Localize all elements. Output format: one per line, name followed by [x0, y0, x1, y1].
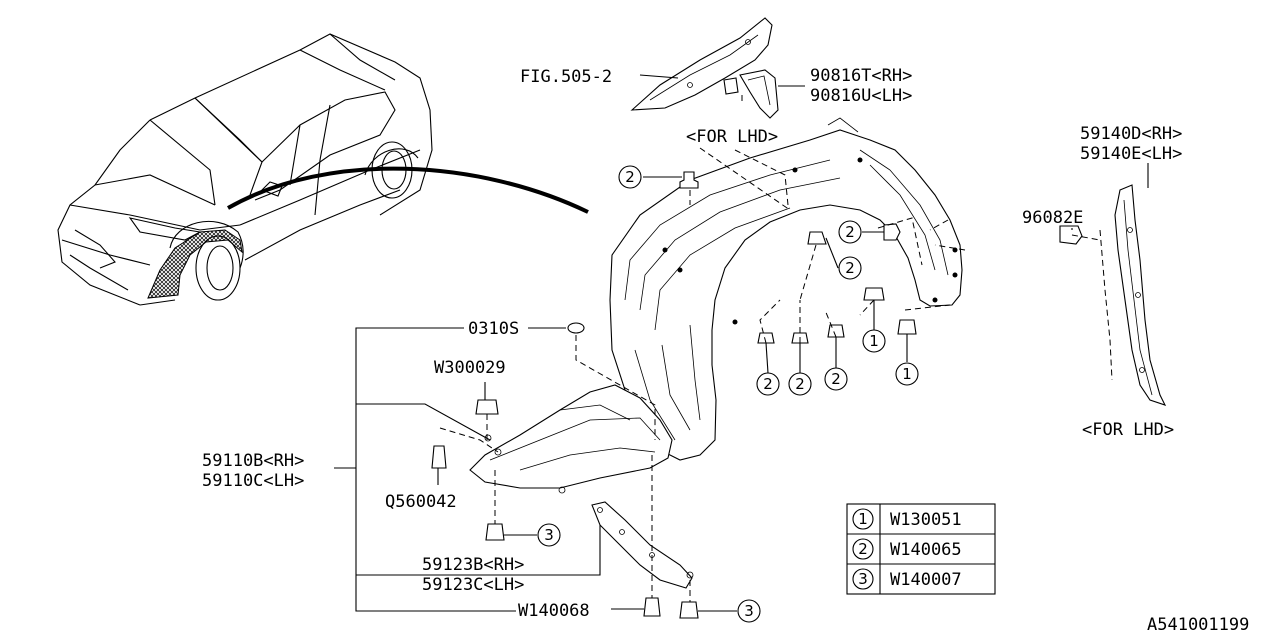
label-59110c: 59110C<LH>	[202, 471, 304, 491]
legend-row-3: 3 W140007	[852, 568, 962, 590]
legend-row-2: 2 W140065	[852, 538, 962, 560]
pad-90816	[723, 69, 779, 119]
fasteners	[431, 171, 1083, 619]
guide-lines	[439, 95, 1101, 602]
side-bracket-panel	[591, 501, 693, 589]
legend-part-3: W140007	[890, 570, 962, 590]
label-w300029: W300029	[434, 358, 506, 378]
callout-2-bottom-b: 2	[788, 372, 812, 396]
svg-text:3: 3	[858, 570, 868, 588]
trim-59140	[1099, 184, 1167, 406]
callout-2-topleft: 2	[618, 165, 642, 189]
svg-text:1: 1	[902, 365, 912, 383]
callout-2-right-b: 2	[838, 256, 862, 280]
svg-text:2: 2	[845, 223, 855, 241]
diagram-id: A541001199	[1147, 615, 1249, 635]
under-cover-panel	[469, 384, 673, 494]
label-for-lhd-right: <FOR LHD>	[1082, 420, 1174, 440]
svg-text:3: 3	[544, 526, 554, 544]
svg-text:2: 2	[763, 375, 773, 393]
seal-panel	[630, 17, 773, 111]
svg-text:2: 2	[795, 375, 805, 393]
label-59140d: 59140D<RH>	[1080, 124, 1182, 144]
car-illustration	[57, 33, 589, 306]
callout-1-a: 1	[862, 329, 886, 353]
svg-text:2: 2	[625, 168, 635, 186]
callouts: 2 2 2 1 1 2 2 2 3 3	[537, 165, 919, 623]
label-90816u: 90816U<LH>	[810, 86, 912, 106]
svg-text:2: 2	[858, 540, 868, 558]
callout-2-right-a: 2	[838, 220, 862, 244]
label-0310s: 0310S	[468, 319, 519, 339]
label-59110b: 59110B<RH>	[202, 451, 304, 471]
svg-text:1: 1	[858, 510, 868, 528]
label-59123c: 59123C<LH>	[422, 575, 524, 595]
label-96082e: 96082E	[1022, 208, 1083, 228]
label-59140e: 59140E<LH>	[1080, 144, 1182, 164]
legend-part-1: W130051	[890, 510, 962, 530]
svg-text:1: 1	[869, 332, 879, 350]
label-90816t: 90816T<RH>	[810, 66, 912, 86]
callout-2-bottom-a: 2	[756, 372, 780, 396]
label-59123b: 59123B<RH>	[422, 555, 524, 575]
leader-lines	[334, 74, 1149, 612]
label-for-lhd-top: <FOR LHD>	[686, 127, 778, 147]
legend-part-2: W140065	[890, 540, 962, 560]
svg-text:3: 3	[744, 602, 754, 620]
callout-3-a: 3	[537, 523, 561, 547]
label-q560042: Q560042	[385, 492, 457, 512]
label-w140068: W140068	[518, 601, 590, 621]
callout-3-b: 3	[737, 599, 761, 623]
legend-row-1: 1 W130051	[852, 508, 962, 530]
mudguard-panel	[609, 117, 963, 461]
callout-2-bottom-c: 2	[824, 367, 848, 391]
label-fig-505-2: FIG.505-2	[520, 67, 612, 87]
svg-text:2: 2	[845, 259, 855, 277]
highlighted-mudguard	[147, 229, 243, 299]
part-labels: FIG.505-2 90816T<RH> 90816U<LH> <FOR LHD…	[202, 66, 1249, 635]
legend-table: 1 W130051 2 W140065 3 W140007	[846, 503, 996, 595]
callout-1-b: 1	[895, 362, 919, 386]
svg-text:2: 2	[831, 370, 841, 388]
pointer-arrow	[227, 166, 589, 214]
